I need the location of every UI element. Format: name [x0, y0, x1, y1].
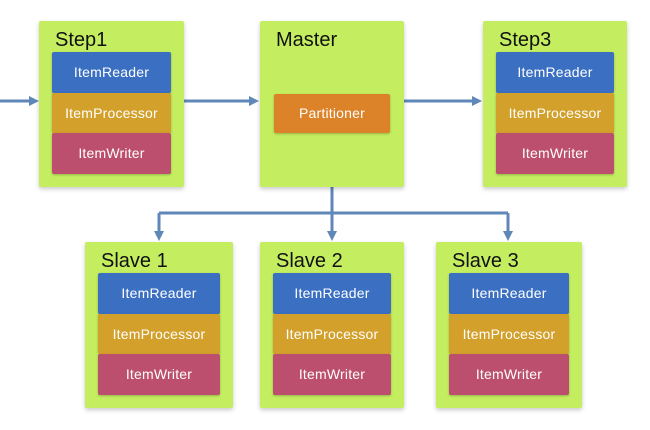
- component-itemreader: ItemReader: [496, 52, 614, 93]
- node-step3-title: Step3: [499, 29, 552, 51]
- node-step1-title: Step1: [55, 29, 108, 51]
- component-itemwriter: ItemWriter: [273, 354, 391, 395]
- component-itemprocessor: ItemProcessor: [273, 314, 391, 354]
- component-itemreader: ItemReader: [273, 273, 391, 314]
- node-step3: Step3 ItemReader ItemProcessor ItemWrite…: [483, 21, 627, 187]
- node-step1: Step1 ItemReader ItemProcessor ItemWrite…: [39, 21, 184, 187]
- component-itemreader: ItemReader: [52, 52, 171, 93]
- component-itemwriter: ItemWriter: [52, 133, 171, 174]
- node-master-title: Master: [276, 29, 338, 51]
- component-itemwriter: ItemWriter: [449, 354, 569, 395]
- component-partitioner: Partitioner: [274, 94, 390, 133]
- component-itemreader: ItemReader: [449, 273, 569, 314]
- component-itemprocessor: ItemProcessor: [98, 314, 220, 354]
- component-itemreader: ItemReader: [98, 273, 220, 314]
- component-itemprocessor: ItemProcessor: [496, 93, 614, 133]
- component-itemprocessor: ItemProcessor: [52, 93, 171, 133]
- component-itemprocessor: ItemProcessor: [449, 314, 569, 354]
- component-itemwriter: ItemWriter: [496, 133, 614, 174]
- node-slave2-title: Slave 2: [276, 250, 343, 272]
- node-slave1: Slave 1 ItemReader ItemProcessor ItemWri…: [85, 242, 233, 408]
- node-slave3: Slave 3 ItemReader ItemProcessor ItemWri…: [436, 242, 582, 408]
- node-slave2: Slave 2 ItemReader ItemProcessor ItemWri…: [260, 242, 404, 408]
- node-slave1-title: Slave 1: [101, 250, 168, 272]
- node-master: Master Partitioner: [260, 21, 404, 187]
- node-slave3-title: Slave 3: [452, 250, 519, 272]
- component-itemwriter: ItemWriter: [98, 354, 220, 395]
